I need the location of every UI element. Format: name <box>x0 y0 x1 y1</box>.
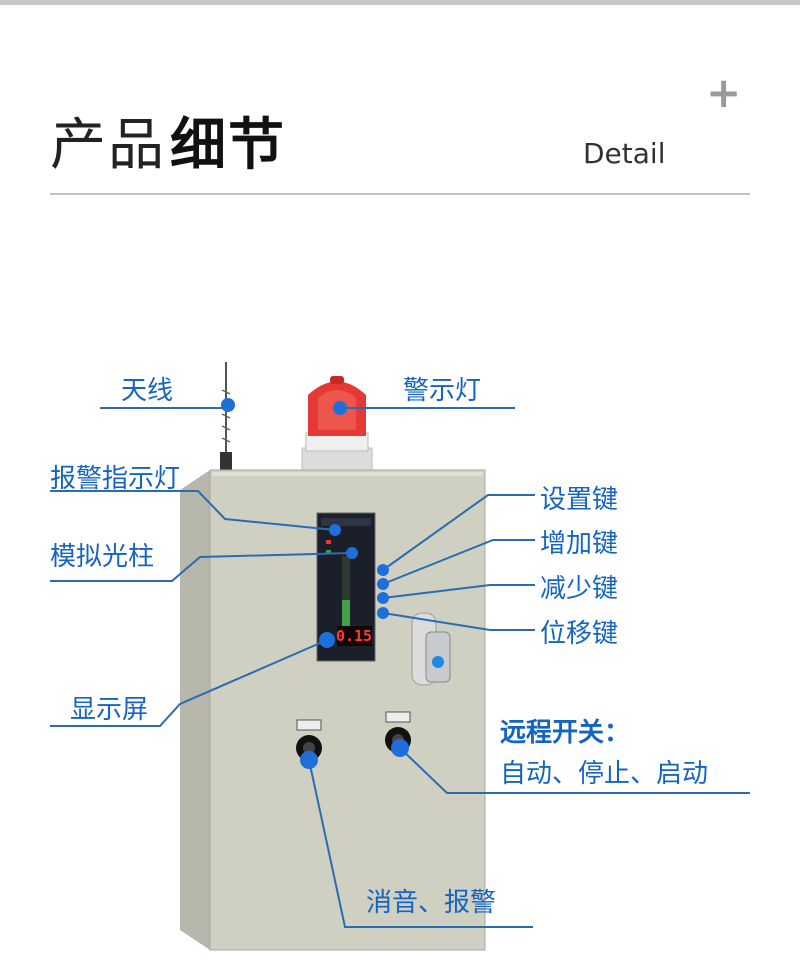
label-alarm-indicator: 报警指示灯 <box>50 464 181 494</box>
label-increase-key: 增加键 <box>540 529 619 559</box>
antenna-dot <box>221 398 235 412</box>
door-handle <box>411 612 451 686</box>
label-analog-bar: 模拟光柱 <box>50 542 155 572</box>
page-title-bold: 细节 <box>170 113 286 178</box>
alarm-indicator-dot <box>329 524 341 536</box>
label-remote-switch-title: 远程开关： <box>500 718 631 748</box>
callout-lines <box>50 407 750 928</box>
display-dot <box>319 632 335 648</box>
label-remote-switch-modes: 自动、停止、启动 <box>500 759 709 789</box>
warning-light-dot <box>333 401 347 415</box>
label-display: 显示屏 <box>70 695 149 725</box>
shift-key-dot <box>377 607 389 619</box>
plus-icon[interactable]: + <box>706 68 742 117</box>
header-divider <box>50 193 750 195</box>
page-subtitle: Detail <box>583 137 666 170</box>
display-reading: 0.15 <box>336 627 372 645</box>
top-divider <box>0 0 800 5</box>
antenna-image <box>220 362 232 470</box>
label-antenna: 天线 <box>121 376 174 406</box>
label-shift-key: 位移键 <box>540 619 619 649</box>
label-warning-light: 警示灯 <box>403 376 482 406</box>
label-set-key: 设置键 <box>540 485 619 515</box>
label-mute-alarm: 消音、报警 <box>366 888 497 918</box>
remote-switch-dot <box>391 739 409 757</box>
increase-key-dot <box>377 578 389 590</box>
decrease-key-dot <box>377 592 389 604</box>
page-title-light: 产品 <box>50 113 166 178</box>
analog-bar-dot <box>346 547 358 559</box>
mute-alarm-dot <box>300 751 318 769</box>
label-decrease-key: 减少键 <box>540 574 619 604</box>
set-key-dot <box>377 564 389 576</box>
beacon-image <box>301 376 373 475</box>
